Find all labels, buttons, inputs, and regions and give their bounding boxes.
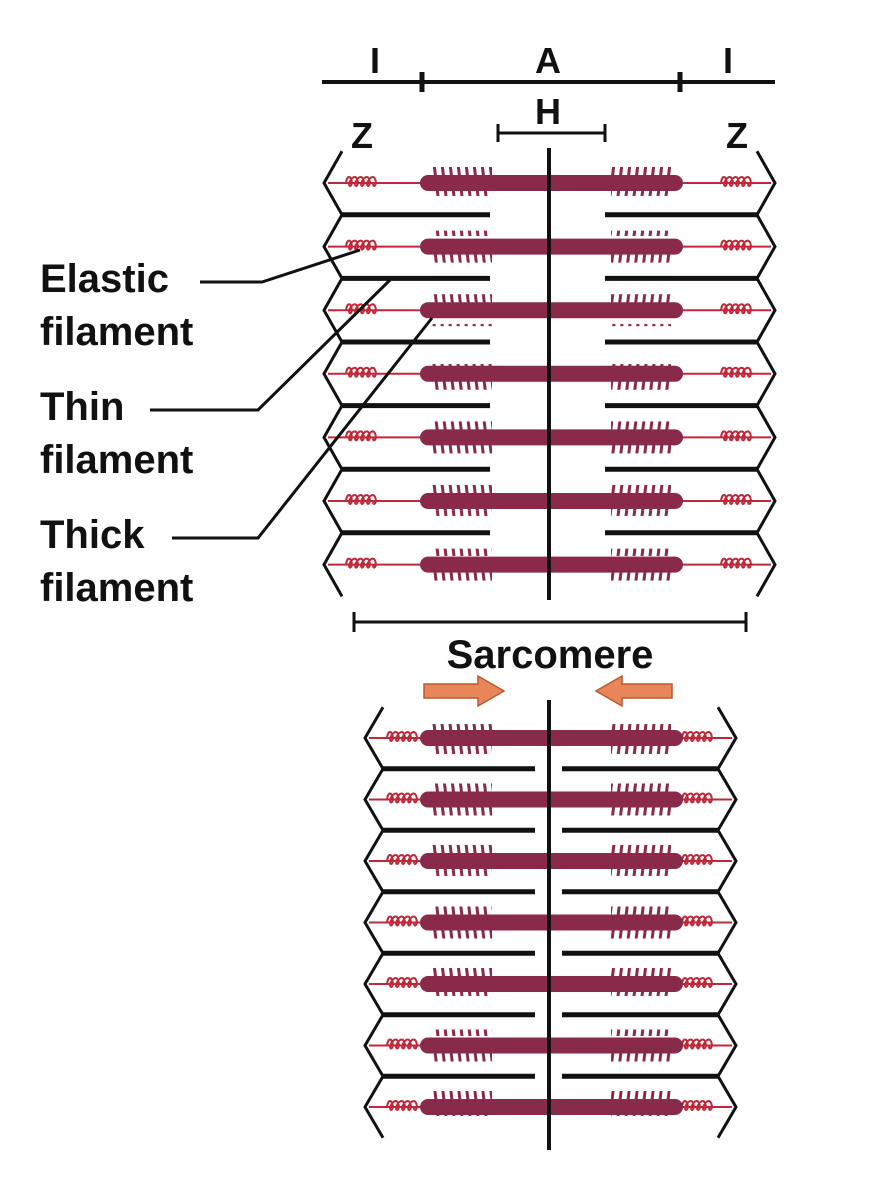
elastic-coil — [720, 239, 753, 251]
elastic-coil — [386, 792, 419, 804]
i-band-label-right: I — [723, 40, 733, 81]
elastic-coil — [720, 430, 753, 442]
sarcomere-label: Sarcomere — [447, 633, 654, 677]
thick-filament-core — [420, 365, 683, 382]
relaxed-sarcomere — [322, 148, 777, 600]
thick-filament — [328, 294, 771, 327]
elastic-coil — [345, 430, 378, 442]
thick-filament — [328, 167, 771, 199]
elastic-coil — [681, 854, 714, 865]
elastic-filament-label-line1: Elastic — [40, 257, 169, 301]
elastic-coil — [345, 494, 378, 505]
elastic-coil — [386, 731, 419, 742]
elastic-coil — [345, 303, 378, 315]
z-line-label-left: Z — [351, 115, 373, 156]
z-line-left — [363, 706, 385, 1139]
a-band-label: A — [535, 40, 561, 81]
thick-filament — [328, 548, 771, 581]
thick-filament-core — [420, 914, 683, 931]
i-band-label-left: I — [370, 40, 380, 81]
elastic-coil — [386, 1100, 419, 1111]
thick-filament — [369, 1029, 732, 1062]
thick-filament-label-line1: Thick — [40, 513, 145, 557]
elastic-coil — [345, 557, 378, 569]
elastic-coil — [386, 915, 419, 927]
thin-filament-label-line1: Thin — [40, 385, 124, 429]
elastic-coil — [681, 731, 714, 742]
elastic-coil — [720, 303, 753, 315]
contracted-sarcomere — [363, 700, 738, 1150]
thick-filament-core — [420, 1037, 683, 1054]
thick-filament-core — [420, 556, 683, 573]
elastic-coil — [681, 1038, 714, 1050]
elastic-coil — [681, 792, 714, 804]
elastic-coil — [681, 1100, 714, 1111]
thick-filament — [369, 722, 732, 754]
thin-filament-label-line2: filament — [40, 438, 193, 482]
thick-filament — [369, 1091, 732, 1123]
sarcomere-bracket — [352, 612, 748, 632]
label-leader-lines — [150, 248, 434, 540]
contraction-arrow-right — [423, 674, 506, 708]
z-line-right — [716, 706, 738, 1139]
elastic-filament-label-line2: filament — [40, 310, 193, 354]
elastic-coil — [681, 977, 714, 988]
elastic-coil — [720, 557, 753, 569]
thick-filament — [328, 230, 771, 263]
thick-filament — [369, 783, 732, 816]
z-line-right — [755, 150, 777, 598]
elastic-coil — [681, 915, 714, 927]
band-scale — [322, 72, 775, 142]
h-zone-label: H — [535, 91, 561, 132]
thick-filament-core — [420, 853, 683, 869]
elastic-coil — [386, 977, 419, 988]
thick-filament-core — [420, 238, 683, 255]
elastic-coil — [720, 366, 753, 378]
elastic-coil — [345, 239, 378, 251]
contraction-arrow-left — [594, 674, 673, 708]
thick-filament-core — [420, 302, 683, 319]
thick-filament — [369, 906, 732, 939]
thick-filament — [328, 485, 771, 517]
elastic-coil — [345, 176, 378, 187]
thick-filament-core — [420, 175, 683, 191]
elastic-coil — [720, 494, 753, 505]
elastic-coil — [386, 1038, 419, 1050]
thick-filament — [328, 357, 771, 390]
thick-filament-core — [420, 429, 683, 446]
thick-filament-core — [420, 976, 683, 992]
elastic-coil — [386, 854, 419, 865]
thick-filament-label-line2: filament — [40, 566, 193, 610]
thick-filament — [369, 968, 732, 1000]
thick-filament-core — [420, 791, 683, 808]
elastic-coil — [720, 176, 753, 187]
elastic-coil — [345, 366, 378, 378]
thick-filament-core — [420, 493, 683, 509]
thick-filament-core — [420, 730, 683, 746]
z-line-left — [322, 150, 344, 598]
thick-filament — [369, 845, 732, 877]
z-line-label-right: Z — [726, 115, 748, 156]
thick-filament-core — [420, 1099, 683, 1115]
